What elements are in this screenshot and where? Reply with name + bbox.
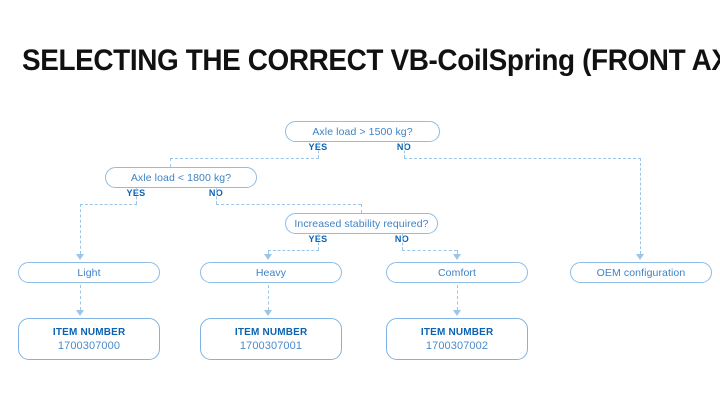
connector-d3-yes-horizontal bbox=[268, 250, 319, 251]
decision-axle-load-1500-yes-label: YES bbox=[308, 142, 328, 153]
result-light-label: Light bbox=[77, 266, 101, 279]
item-number-card-light[interactable]: ITEM NUMBER 1700307000 bbox=[18, 318, 160, 360]
decision-axle-load-1800-no-label: NO bbox=[208, 188, 224, 199]
item-number-card-comfort[interactable]: ITEM NUMBER 1700307002 bbox=[386, 318, 528, 360]
connector-d3-yes-arrowhead bbox=[264, 254, 272, 260]
result-comfort[interactable]: Comfort bbox=[386, 262, 528, 283]
decision-axle-load-1800-label: Axle load < 1800 kg? bbox=[130, 171, 232, 184]
connector-comfort-to-item-arrowhead bbox=[453, 310, 461, 316]
connector-d1-no-horizontal bbox=[404, 158, 641, 159]
decision-axle-load-1500-label: Axle load > 1500 kg? bbox=[312, 125, 413, 138]
connector-d3-no-drop bbox=[457, 250, 458, 254]
connector-d1-yes-horizontal bbox=[170, 158, 319, 159]
decision-axle-load-1500[interactable]: Axle load > 1500 kg? bbox=[285, 121, 440, 142]
connector-d2-no-drop bbox=[361, 204, 362, 213]
connector-light-to-item-arrowhead bbox=[76, 310, 84, 316]
connector-d2-yes-horizontal bbox=[80, 204, 137, 205]
connector-d3-no-arrowhead bbox=[453, 254, 461, 260]
connector-comfort-to-item bbox=[457, 285, 458, 310]
connector-d2-no-horizontal bbox=[216, 204, 361, 205]
item-number-card-heavy-value: 1700307001 bbox=[239, 340, 303, 352]
connector-d1-no-arrowhead bbox=[636, 254, 644, 260]
decision-increased-stability-yes-label: YES bbox=[308, 234, 328, 245]
decision-axle-load-1500-no-label: NO bbox=[396, 142, 412, 153]
item-number-card-heavy[interactable]: ITEM NUMBER 1700307001 bbox=[200, 318, 342, 360]
item-number-card-comfort-title: ITEM NUMBER bbox=[420, 326, 494, 338]
item-number-card-light-value: 1700307000 bbox=[57, 340, 121, 352]
item-number-card-light-title: ITEM NUMBER bbox=[52, 326, 126, 338]
connector-d1-no-stub bbox=[404, 141, 405, 158]
page-title: SELECTING THE CORRECT VB-CoilSpring (FRO… bbox=[22, 44, 720, 77]
result-comfort-label: Comfort bbox=[437, 266, 477, 279]
item-number-card-comfort-value: 1700307002 bbox=[425, 340, 489, 352]
connector-d2-yes-stub bbox=[136, 187, 137, 204]
decision-axle-load-1800-yes-label: YES bbox=[126, 188, 146, 199]
result-oem-configuration-label: OEM configuration bbox=[596, 266, 686, 279]
connector-d1-yes-drop bbox=[170, 158, 171, 167]
result-heavy[interactable]: Heavy bbox=[200, 262, 342, 283]
connector-light-to-item bbox=[80, 285, 81, 310]
connector-d1-no-drop bbox=[640, 158, 641, 254]
connector-d3-yes-drop bbox=[268, 250, 269, 254]
decision-increased-stability[interactable]: Increased stability required? bbox=[285, 213, 438, 234]
connector-d3-yes-stub bbox=[318, 233, 319, 250]
result-oem-configuration[interactable]: OEM configuration bbox=[570, 262, 712, 283]
result-light[interactable]: Light bbox=[18, 262, 160, 283]
decision-increased-stability-label: Increased stability required? bbox=[294, 217, 429, 230]
connector-d2-yes-drop bbox=[80, 204, 81, 254]
result-heavy-label: Heavy bbox=[255, 266, 287, 279]
decision-axle-load-1800[interactable]: Axle load < 1800 kg? bbox=[105, 167, 257, 188]
item-number-card-heavy-title: ITEM NUMBER bbox=[234, 326, 308, 338]
connector-d3-no-horizontal bbox=[402, 250, 457, 251]
decision-increased-stability-no-label: NO bbox=[394, 234, 410, 245]
connector-heavy-to-item-arrowhead bbox=[264, 310, 272, 316]
connector-heavy-to-item bbox=[268, 285, 269, 310]
connector-d3-no-stub bbox=[402, 233, 403, 250]
connector-d2-no-stub bbox=[216, 187, 217, 204]
connector-d1-yes-stub bbox=[318, 141, 319, 158]
connector-d2-yes-arrowhead bbox=[76, 254, 84, 260]
